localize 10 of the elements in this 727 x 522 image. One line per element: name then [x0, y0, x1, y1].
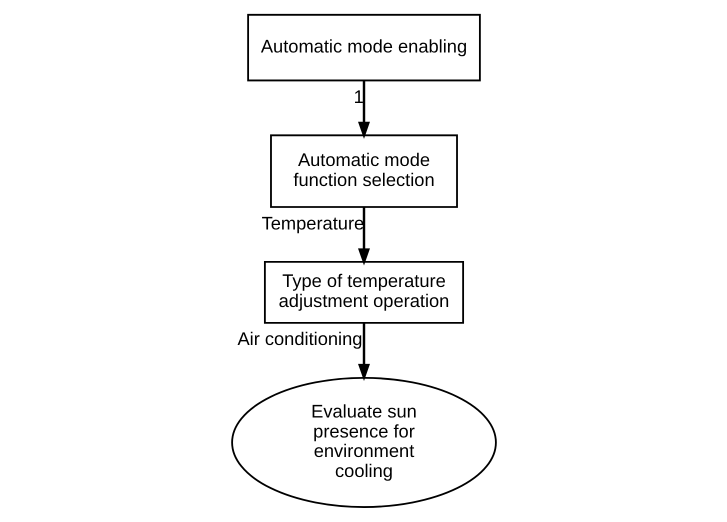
arrow	[358, 322, 370, 381]
arrow	[358, 80, 370, 139]
node-box: Type of temperature adjustment operation	[263, 260, 464, 324]
arrow	[358, 207, 370, 266]
node-ellipse: Evaluate sun presence for environment cooling	[230, 376, 496, 508]
node-box: Automatic mode function selection	[270, 134, 458, 208]
edge-label: Temperature	[261, 212, 364, 234]
node-box: Automatic mode enabling	[246, 14, 480, 82]
edge-label: 1	[353, 86, 364, 107]
edge-label: Air conditioning	[236, 328, 362, 350]
